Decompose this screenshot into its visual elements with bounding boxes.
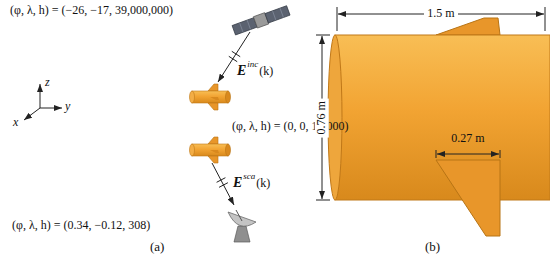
field-superscript: inc <box>247 59 258 69</box>
dimension-label: 0.27 m <box>451 132 484 146</box>
field-symbol: E <box>237 63 246 79</box>
incident-wave-arrow <box>218 32 250 82</box>
coordinate-label: (φ, λ, h) = (0.34, −0.12, 308) <box>12 219 150 233</box>
field-argument: (k) <box>259 65 273 79</box>
missile-model <box>190 137 231 163</box>
missile-model <box>190 84 231 110</box>
axis-label: z <box>45 76 50 90</box>
radar-dish <box>228 210 256 242</box>
coordinate-axes <box>24 84 62 120</box>
dimension-label: 0.76 m <box>315 98 329 137</box>
panel-label: (a) <box>150 240 164 255</box>
field-argument: (k) <box>256 177 270 191</box>
axis-label: y <box>65 100 70 114</box>
coordinate-label: (φ, λ, h) = (−26, −17, 39,000,000) <box>10 4 173 18</box>
field-superscript: sca <box>243 171 255 181</box>
missile-detail <box>328 18 550 236</box>
satellite-icon <box>232 5 291 36</box>
dimension-label: 1.5 m <box>424 7 457 21</box>
axis-label: x <box>13 116 18 130</box>
scattered-wave-arrow <box>212 163 234 205</box>
coordinate-label: (φ, λ, h) = (0, 0, 10,000) <box>232 120 349 134</box>
field-symbol: E <box>233 175 242 191</box>
panel-label: (b) <box>425 240 440 255</box>
dimension-lines <box>316 7 545 200</box>
